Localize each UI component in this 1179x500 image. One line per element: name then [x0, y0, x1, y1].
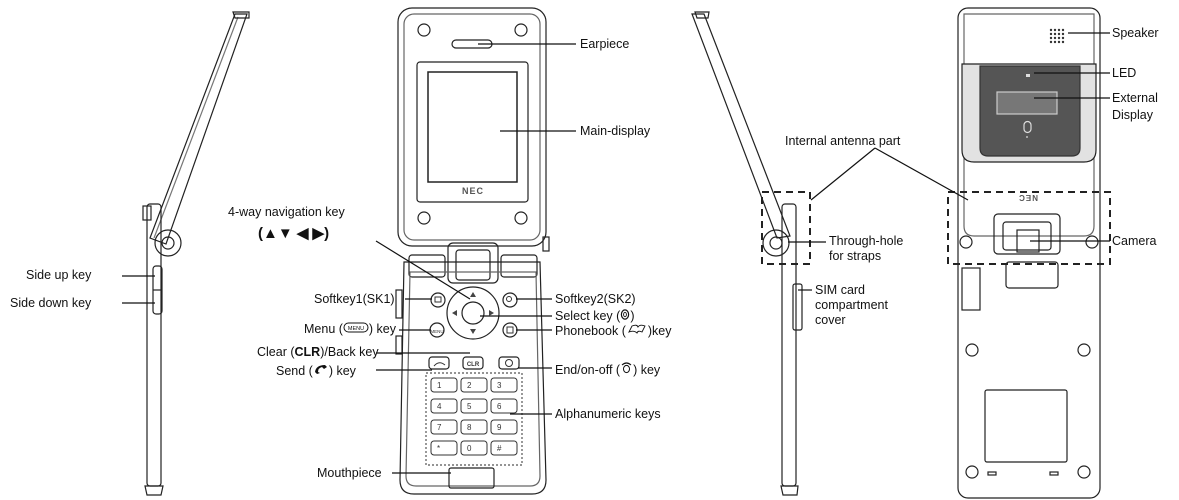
antenna-box-side	[761, 191, 811, 265]
right-side-view	[691, 11, 803, 496]
label-send-key: Send ( ) key	[276, 363, 356, 378]
label-end-key: End/on-off ( ) key	[555, 361, 660, 377]
keypad-row-3: 7 8 9	[430, 419, 518, 435]
phonebook-key-glyph	[506, 326, 514, 334]
end-key-glyph	[505, 359, 513, 367]
clear-key-text-after: )/Back key	[320, 345, 379, 359]
key-1: 1	[437, 381, 442, 390]
label-menu-key: Menu ( MENU ) key	[304, 322, 396, 336]
label-sim-cover-line3: cover	[815, 313, 846, 327]
menu-key-text-before: Menu (	[304, 322, 343, 336]
phonebook-icon	[627, 324, 646, 334]
front-view	[395, 7, 550, 495]
send-key-text-before: Send (	[276, 364, 313, 378]
label-through-hole-line2: for straps	[829, 249, 882, 263]
menu-key-icon-text: MENU	[348, 326, 364, 332]
key-hash: #	[497, 444, 502, 453]
select-key-icon	[621, 309, 630, 320]
keypad: 1 2 3 4 5 6 7 8 9 * 0 #	[430, 377, 518, 456]
key-8: 8	[467, 423, 472, 432]
menu-key-glyph: MENU	[430, 329, 443, 334]
left-side-view	[142, 11, 250, 496]
antenna-box-back	[947, 191, 1111, 265]
label-sim-cover-line2: compartment	[815, 298, 888, 312]
label-earpiece: Earpiece	[580, 37, 630, 51]
key-star: *	[437, 444, 440, 453]
end-key-text-after: ) key	[633, 363, 661, 377]
send-key-icon	[314, 365, 327, 374]
end-key-text-before: End/on-off (	[555, 363, 621, 377]
label-led: LED	[1112, 66, 1137, 80]
label-speaker: Speaker	[1112, 26, 1159, 40]
back-view	[957, 7, 1101, 499]
label-external-display-line2: Display	[1112, 108, 1153, 122]
label-alphanumeric-keys: Alphanumeric keys	[555, 407, 661, 421]
clr-key-glyph: CLR	[467, 362, 480, 368]
sk1-key-glyph	[434, 296, 442, 303]
select-key-text-after: )	[630, 309, 635, 323]
label-internal-antenna: Internal antenna part	[785, 134, 901, 148]
phonebook-key-text-after: )key	[647, 324, 672, 338]
send-key-glyph	[433, 362, 446, 367]
label-mouthpiece: Mouthpiece	[317, 466, 382, 480]
nav-key-arrows	[452, 292, 494, 334]
keypad-row-1: 1 2 3	[430, 377, 518, 393]
key-7: 7	[437, 423, 442, 432]
phonebook-key-text-before: Phonebook (	[555, 324, 626, 338]
menu-key-icon: MENU	[343, 322, 369, 333]
select-key-text-before: Select key (	[555, 309, 621, 323]
key-5: 5	[467, 402, 472, 411]
leader-lines	[122, 32, 1110, 474]
back-brand-logo: NEC	[1018, 193, 1038, 202]
label-softkey2: Softkey2(SK2)	[555, 292, 636, 306]
key-6: 6	[497, 402, 502, 411]
key-2: 2	[467, 381, 472, 390]
label-softkey1: Softkey1(SK1)	[314, 292, 395, 306]
sk2-key-glyph	[506, 296, 512, 302]
label-sim-cover-line1: SIM card	[815, 283, 866, 297]
label-phonebook-key: Phonebook ( )key	[555, 323, 672, 338]
label-side-up-key: Side up key	[26, 268, 92, 282]
key-0: 0	[467, 444, 472, 453]
label-nav-key-line2: (▲▼ ◀ ▶)	[258, 225, 330, 242]
label-camera: Camera	[1112, 234, 1157, 248]
label-external-display-line1: External	[1112, 91, 1158, 105]
key-9: 9	[497, 423, 502, 432]
label-clear-key: Clear (CLR)/Back key	[257, 345, 379, 359]
key-4: 4	[437, 402, 442, 411]
send-key-text-after: ) key	[328, 364, 356, 378]
end-key-icon	[621, 362, 632, 374]
key-3: 3	[497, 381, 502, 390]
label-through-hole-line1: Through-hole	[829, 234, 904, 248]
keypad-row-4: * 0 #	[430, 440, 518, 456]
menu-key-text-after: ) key	[368, 322, 396, 336]
front-brand-logo: NEC	[462, 186, 484, 196]
keypad-row-2: 4 5 6	[430, 398, 518, 414]
label-nav-key-line1: 4-way navigation key	[228, 205, 345, 219]
label-select-key: Select key ()	[555, 309, 634, 323]
clear-key-text-before: Clear (	[257, 345, 295, 359]
label-main-display: Main-display	[580, 124, 651, 138]
label-side-down-key: Side down key	[10, 296, 92, 310]
clear-key-text-bold: CLR	[294, 345, 321, 359]
